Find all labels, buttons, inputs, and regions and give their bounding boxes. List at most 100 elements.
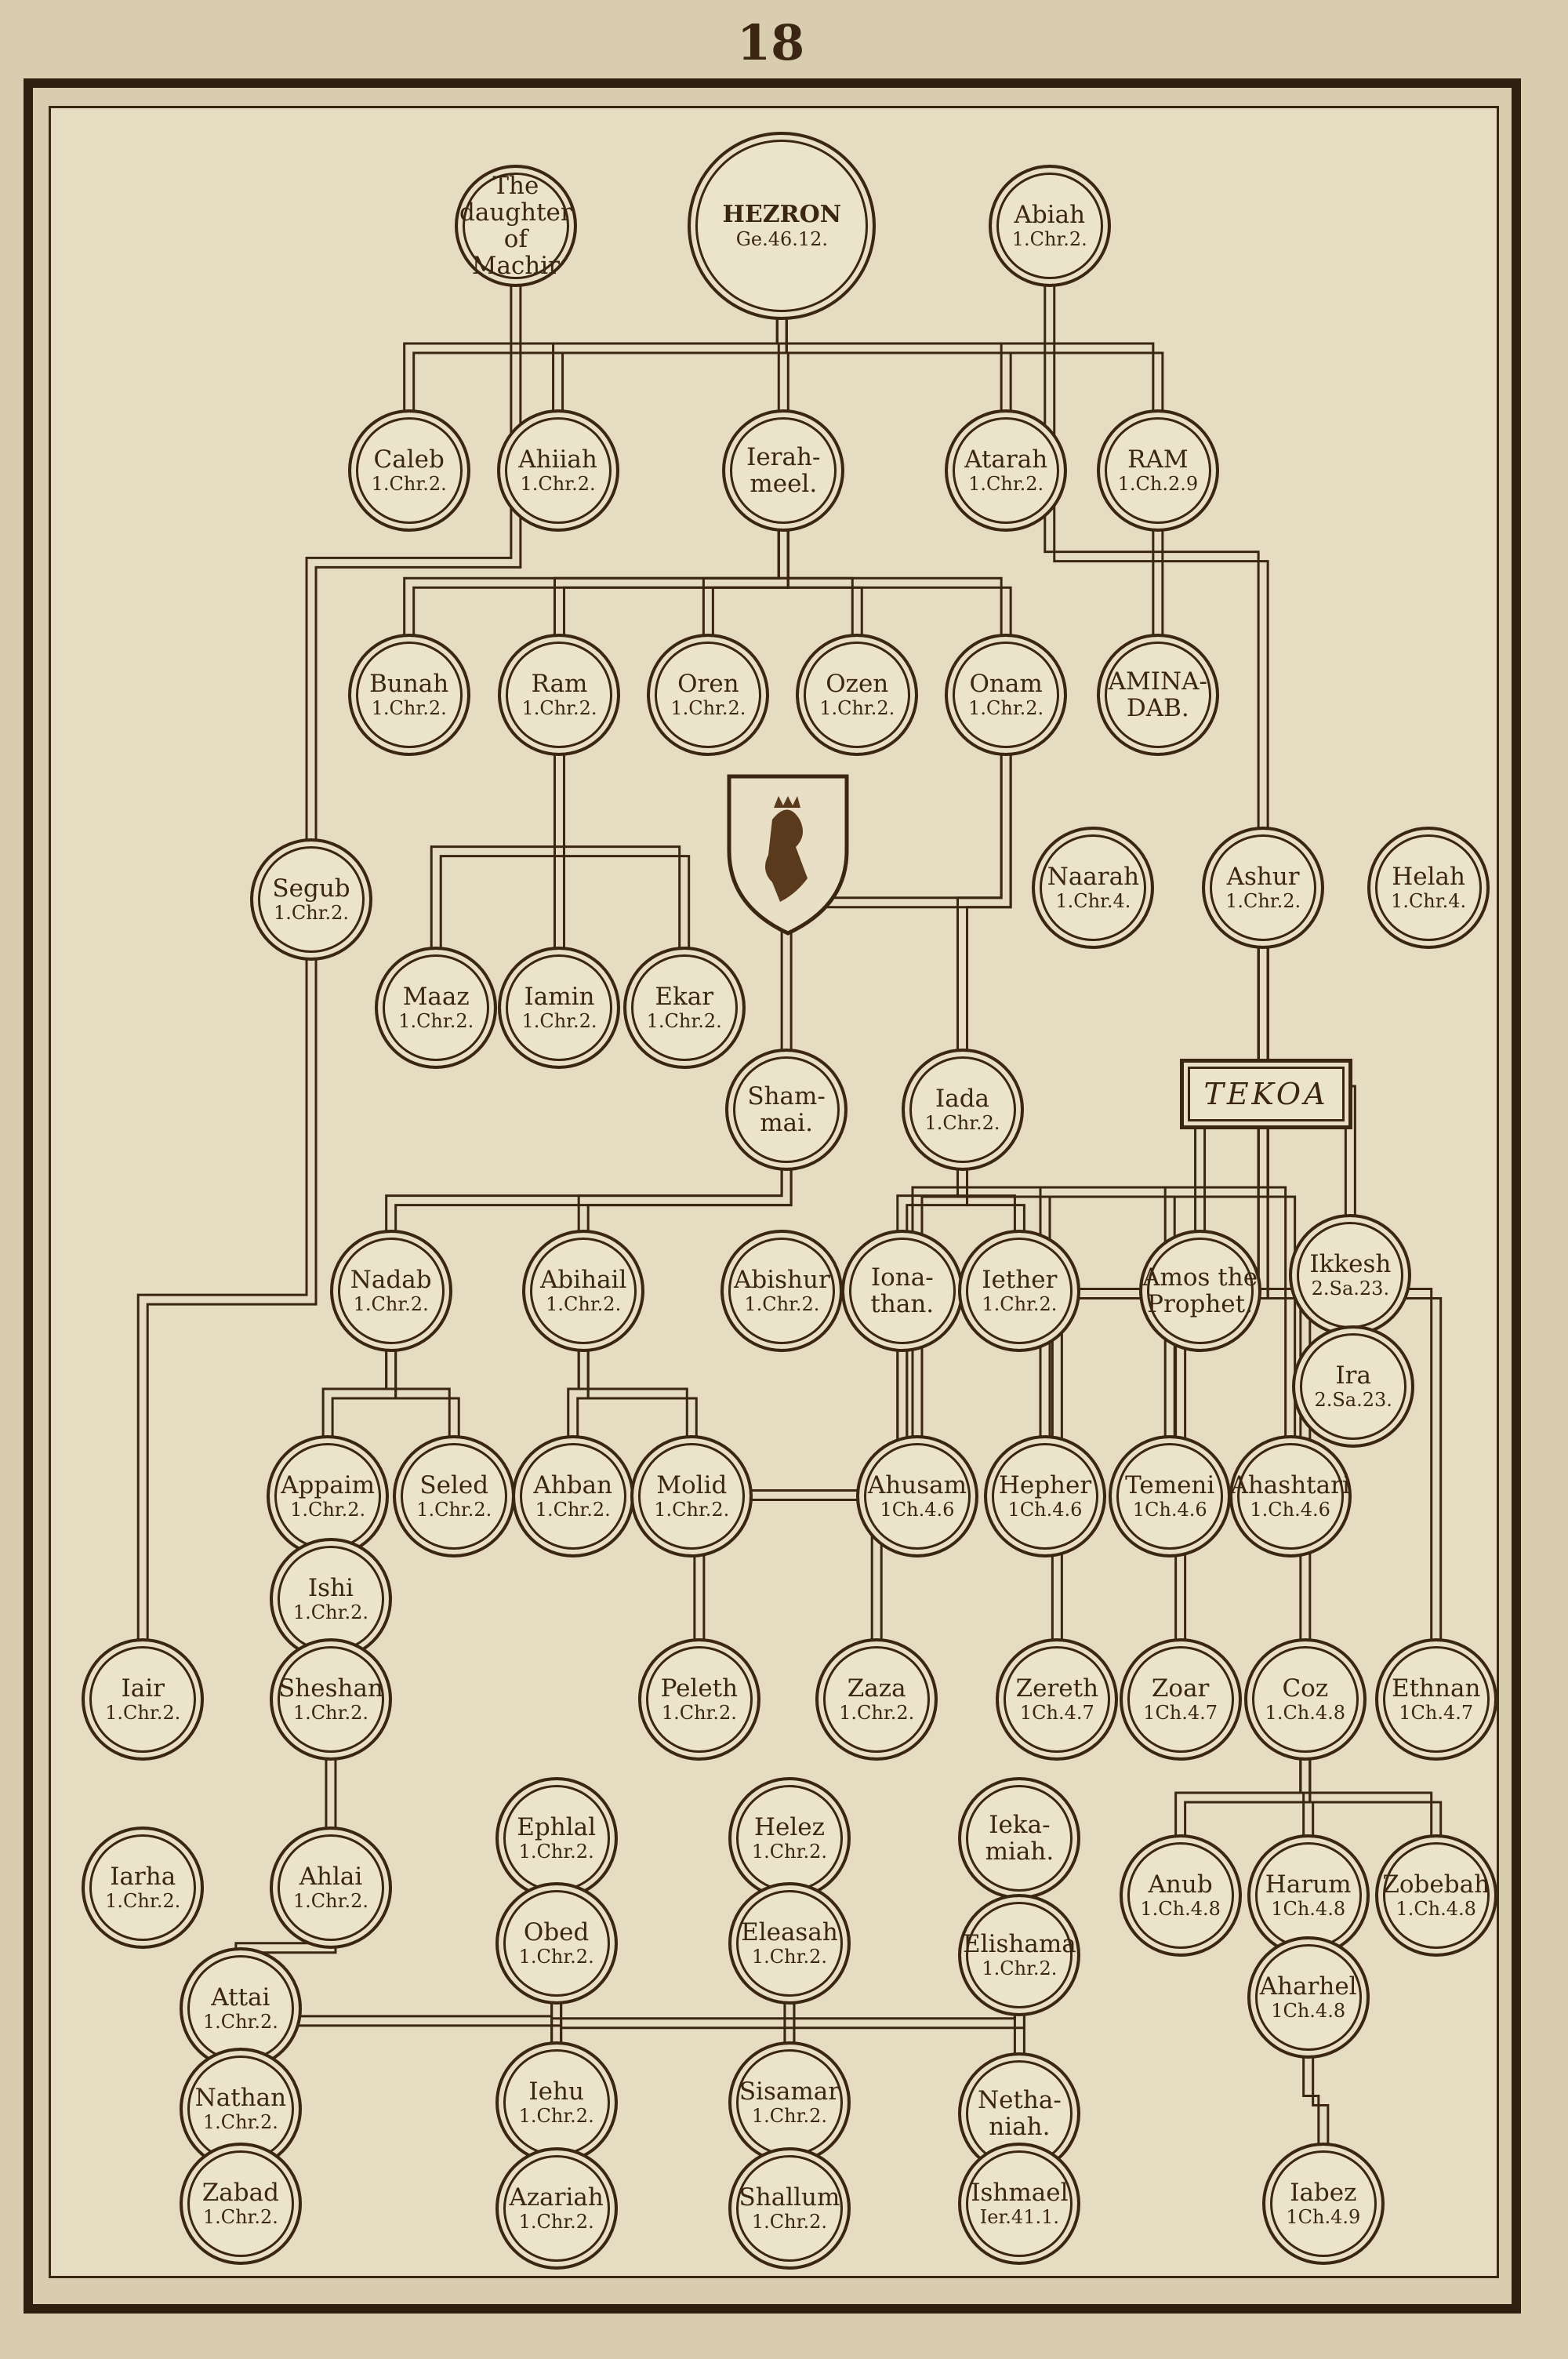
person-name: Ram <box>531 670 588 699</box>
scripture-reference: 1.Chr.2. <box>371 473 447 496</box>
person-name: Abihail <box>539 1265 627 1294</box>
connector-line <box>1048 887 1269 1497</box>
person-name: RAM <box>1127 445 1189 474</box>
person-node: Netha-niah. <box>958 2052 1081 2175</box>
scripture-reference: 1.Chr.2. <box>1011 227 1087 250</box>
person-name: Nadab <box>350 1265 432 1294</box>
person-name: Amos the Prophet. <box>1142 1263 1258 1318</box>
scripture-reference: 1.Chr.2. <box>924 1112 1000 1135</box>
scripture-reference: 1.Chr.2. <box>353 1292 429 1315</box>
person-name: Iona-than. <box>870 1263 935 1318</box>
connector-line <box>562 695 691 1009</box>
person-name: Ozen <box>826 670 889 699</box>
person-name: Iair <box>121 1674 165 1703</box>
person-name: Ashur <box>1226 862 1300 891</box>
scripture-reference: 1.Chr.2. <box>202 2010 278 2033</box>
scripture-reference: Ge.46.12. <box>735 227 829 250</box>
person-name: Zobebah <box>1382 1870 1490 1899</box>
person-name: Ahusam <box>867 1471 967 1500</box>
scripture-reference: 1Ch.4.6 <box>1132 1499 1207 1521</box>
scripture-reference: 1.Chr.2. <box>751 1946 827 1968</box>
connector-line <box>1039 887 1260 1497</box>
scripture-reference: 1.Chr.2. <box>751 1840 827 1863</box>
scripture-reference: 1.Chr.2. <box>292 1890 368 1913</box>
scripture-reference: 1.Chr.2. <box>654 1499 730 1521</box>
person-node: Amos the Prophet. <box>1138 1229 1261 1352</box>
scripture-reference: 1.Chr.2. <box>105 1890 181 1913</box>
person-name: Atarah <box>964 445 1048 474</box>
person-name: Ahlai <box>299 1863 363 1892</box>
person-name: Ieka-miah. <box>985 1810 1054 1866</box>
person-name: Helah <box>1392 862 1465 891</box>
scripture-reference: 1.Ch.4.8 <box>1396 1897 1476 1920</box>
person-name: Helez <box>753 1812 825 1841</box>
person-name: Hepher <box>998 1471 1092 1500</box>
person-name: Ikkesh <box>1309 1250 1392 1279</box>
scripture-reference: 1.Chr.2. <box>670 697 746 720</box>
person-name: Maaz <box>402 983 470 1012</box>
person-name: Peleth <box>660 1674 739 1703</box>
scripture-reference: 2.Sa.23. <box>1314 1389 1392 1412</box>
person-name: Zaza <box>847 1674 906 1703</box>
scripture-reference: 1Ch.4.9 <box>1286 2205 1361 2228</box>
person-name: HEZRON <box>722 200 842 228</box>
scripture-reference: 1.Chr.4. <box>1055 889 1131 912</box>
person-name: Azariah <box>509 2183 604 2212</box>
scripture-reference: 1.Chr.2. <box>371 697 447 720</box>
scripture-reference: 1.Chr.2. <box>968 697 1044 720</box>
person-name: Seled <box>419 1471 489 1500</box>
person-name: Iada <box>935 1085 990 1114</box>
scripture-reference: 1Ch.4.6 <box>880 1499 955 1521</box>
scripture-reference: 1.Chr.2. <box>751 2105 827 2128</box>
connector-line <box>1053 225 1269 888</box>
connector-line <box>1266 887 1297 1497</box>
connector-line <box>1257 887 1287 1497</box>
connector-line <box>136 899 308 1700</box>
person-name: Appaim <box>281 1471 376 1500</box>
scripture-reference: 1.Ch.4.8 <box>1265 1702 1346 1725</box>
person-name: Ierah-meel. <box>746 443 821 499</box>
scripture-reference: 1.Chr.2. <box>968 473 1044 496</box>
scripture-reference: 1.Chr.2. <box>398 1010 474 1033</box>
person-name: Nathan <box>194 2084 287 2113</box>
connector-line <box>314 225 522 900</box>
outer-border <box>24 78 1521 2314</box>
person-name: Harum <box>1265 1870 1352 1899</box>
person-name: Zereth <box>1015 1674 1099 1703</box>
person-node: Ieka-miah. <box>958 1776 1081 1899</box>
person-name: Ira <box>1335 1361 1371 1390</box>
scripture-reference: 1.Chr.2. <box>1225 889 1301 912</box>
scripture-reference: 1.Chr.2. <box>839 1702 915 1725</box>
scripture-reference: Ier.41.1. <box>979 2205 1059 2228</box>
person-name: Zoar <box>1151 1674 1210 1703</box>
scripture-reference: 1.Chr.2. <box>646 1010 722 1033</box>
person-name: Zabad <box>201 2178 279 2207</box>
scripture-reference: 1.Ch.2.9 <box>1117 473 1199 496</box>
scripture-reference: 1.Chr.2. <box>521 1010 597 1033</box>
